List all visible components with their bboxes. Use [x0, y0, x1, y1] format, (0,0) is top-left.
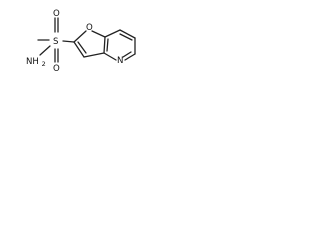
- bond-o-c7a: [91, 30, 106, 38]
- bond-c3a-c3: [83, 52, 105, 58]
- atom-amine-subscript: 2: [42, 60, 46, 68]
- bond-s-c2: [62, 40, 75, 43]
- bond-c2-o: [73, 30, 87, 43]
- bond-c7a-c3a-double: [106, 38, 109, 52]
- atom-o-bottom-label: O: [53, 64, 60, 74]
- bond-c5-n4-double: [122, 51, 132, 58]
- structure-svg: O S O O N NH 2: [26, 9, 136, 74]
- bond-c7-c6: [119, 29, 136, 39]
- bond-n4-c3a: [103, 52, 117, 61]
- atom-s-label: S: [53, 37, 58, 47]
- atom-amine-label: NH 2: [26, 57, 46, 68]
- atom-amine-main: NH: [26, 57, 39, 67]
- bond-c3-c2-double: [77, 41, 87, 54]
- bond-c7a-c7: [104, 29, 121, 38]
- bond-c3-c2: [73, 41, 85, 58]
- bond-c5-n4: [124, 53, 136, 61]
- chemical-structure-diagram: O S O O N NH 2: [0, 0, 165, 84]
- bond-s-n: [39, 45, 51, 56]
- atom-n-ring-label: N: [117, 56, 123, 66]
- atom-o-ring-label: O: [86, 23, 93, 33]
- atom-o-top-label: O: [53, 9, 60, 19]
- bond-c7a-c3a: [103, 36, 106, 54]
- bond-c7-c6-double: [119, 33, 133, 41]
